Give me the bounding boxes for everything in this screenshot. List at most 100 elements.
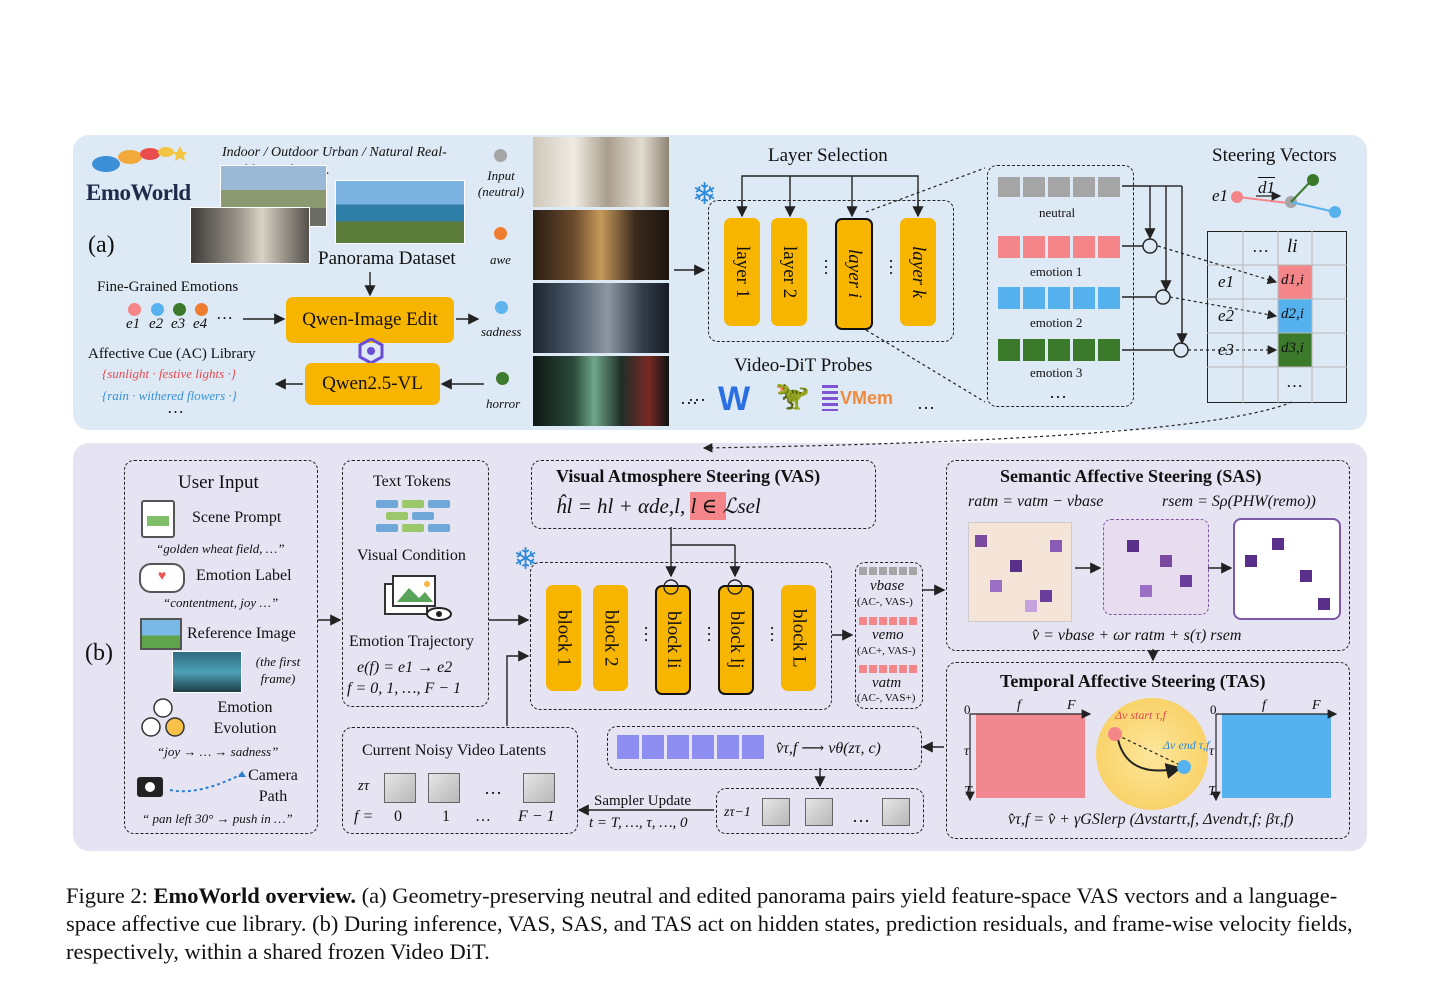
- qwen-logo-icon: [358, 337, 384, 365]
- user-input-box: [124, 460, 318, 834]
- sampler-title: Sampler Update: [594, 793, 692, 809]
- table-d2-label: d2,i: [1281, 306, 1304, 322]
- emotion-evolution-label: Emotion Evolution: [213, 699, 277, 737]
- blocks-box: [530, 562, 832, 710]
- panorama-neutral: [533, 137, 669, 207]
- vas-title: Visual Atmosphere Steering (VAS): [556, 466, 821, 486]
- frame-index-last: F − 1: [518, 808, 555, 825]
- v-base-note: (AC-, VAS-): [857, 596, 913, 608]
- latent-cube-1: [384, 773, 416, 803]
- layer-i: layer i: [835, 218, 873, 330]
- emotion-label-label: Emotion Label: [196, 567, 292, 584]
- tas-title: Temporal Affective Steering (TAS): [1000, 671, 1266, 691]
- camera-path-arrow-icon: [168, 770, 248, 794]
- layer-selection-title: Layer Selection: [768, 145, 888, 166]
- block-2: block 2: [593, 585, 628, 691]
- panorama-sadness: [533, 283, 669, 353]
- v-atm-note: (AC-, VAS+): [857, 692, 916, 704]
- v-base-label: vbase: [870, 578, 905, 594]
- tas-axis-F: F: [1067, 698, 1076, 713]
- velocity-equation: v̂τ,f ⟶ vθ(zτ, c): [776, 740, 881, 757]
- tas-end-label: Δv end τ,f: [1163, 738, 1210, 752]
- scene-prompt-example: “golden wheat field, …”: [156, 541, 285, 556]
- layer-1: layer 1: [724, 218, 760, 326]
- vas-equation: ĥl = hl + αde,l, l ∈ ℒsel: [556, 494, 761, 518]
- emotion-label-icon: ♥: [139, 563, 185, 593]
- tas-axis-f: f: [1017, 698, 1021, 713]
- latent-more: …: [484, 778, 502, 798]
- reference-note: (the first frame): [255, 654, 301, 686]
- text-tokens-title: Text Tokens: [373, 473, 451, 490]
- vectors-more: …: [1049, 382, 1067, 402]
- label-neutral: Input (neutral): [477, 168, 525, 199]
- emotion3-vector: [998, 339, 1120, 361]
- emotion-label-example: “contentment, joy …”: [163, 595, 279, 610]
- v-emo-label: vemo: [872, 627, 904, 643]
- tas-axis-F-right: F: [1312, 698, 1321, 713]
- label-sadness: sadness: [481, 324, 522, 339]
- probes-more-right: …: [917, 393, 935, 413]
- outputs-box: [855, 562, 923, 709]
- emotion-symbol-more: …: [216, 304, 233, 323]
- tas-box: [946, 662, 1350, 839]
- vas-highlight: [690, 492, 726, 520]
- next-cube-2: [805, 798, 833, 826]
- neutral-vector: [998, 177, 1120, 197]
- emotion3-label: emotion 3: [1030, 365, 1083, 380]
- v-base-bar: [859, 567, 917, 575]
- scene-prompt-icon: [141, 500, 175, 538]
- steer-e1-label: e1: [1212, 186, 1229, 205]
- frame-index-dots: …: [475, 808, 491, 825]
- table-cell-d3: [1278, 333, 1312, 367]
- layer-2: layer 2: [771, 218, 807, 326]
- probes-more-left: …: [688, 385, 706, 405]
- figure-caption: Figure 2: EmoWorld overview. (a) Geometr…: [66, 882, 1386, 966]
- emotion-dot-e1: [128, 303, 141, 316]
- velocity-box: [607, 726, 922, 770]
- table-row-e2: e2: [1218, 306, 1235, 325]
- logo-icon: [88, 142, 188, 182]
- ac-more: …: [167, 398, 184, 417]
- wan-logo-icon: W: [718, 380, 751, 418]
- label-awe: awe: [490, 252, 511, 267]
- visual-condition-icon: [383, 572, 453, 622]
- next-cube-1: [762, 798, 790, 826]
- logo-text: EmoWorld: [86, 180, 191, 205]
- camera-path-label: Camera Path: [248, 767, 298, 805]
- qwen-vl-box: Qwen2.5-VL: [305, 363, 440, 405]
- emotion-dot-e4: [195, 303, 208, 316]
- emotion-trajectory-title: Emotion Trajectory: [349, 633, 474, 650]
- table-cell-d1: [1278, 265, 1312, 299]
- emotion1-label: emotion 1: [1030, 264, 1083, 279]
- emotion-symbol-e3: e3: [171, 316, 186, 332]
- dot-awe: [494, 227, 507, 240]
- reference-image-thumb: [172, 651, 242, 693]
- reference-image-icon: [140, 618, 182, 650]
- sas-title: Semantic Affective Steering (SAS): [1000, 466, 1262, 486]
- tas-axis-0-right: 0: [1210, 702, 1217, 717]
- table-row-e1: e1: [1218, 272, 1235, 291]
- neutral-label: neutral: [1039, 205, 1076, 220]
- panorama-thumb-2: [190, 207, 310, 264]
- frame-index-1: 1: [442, 808, 450, 825]
- probes-title: Video-DiT Probes: [734, 355, 873, 376]
- steer-d1-label: d1: [1258, 178, 1275, 197]
- tas-field-start: [976, 714, 1085, 798]
- tas-axis-0: 0: [964, 702, 971, 717]
- vmem-logo-icon: [822, 385, 838, 411]
- caption-prefix: Figure 2:: [66, 883, 154, 908]
- next-latents-box: [716, 788, 924, 834]
- more-panoramas: …: [680, 388, 698, 408]
- trajectory-eq1: e(f) = e1 → e2: [357, 659, 453, 676]
- ac-library-title: Affective Cue (AC) Library: [88, 346, 256, 362]
- reference-image-label: Reference Image: [187, 625, 296, 642]
- tas-axis-T: T: [964, 784, 972, 799]
- panorama-horror: [533, 356, 669, 426]
- table-header-li: li: [1287, 236, 1298, 257]
- ac-cool-cues: {rain · withered flowers ·}: [102, 388, 237, 403]
- v-emo-bar: [859, 617, 917, 625]
- z-next-label: zτ−1: [724, 805, 751, 820]
- emotion-evolution-example: “joy → … → sadness”: [157, 744, 279, 759]
- sas-eq1: ratm = vatm − vbase: [968, 493, 1104, 510]
- dot-neutral: [494, 149, 507, 162]
